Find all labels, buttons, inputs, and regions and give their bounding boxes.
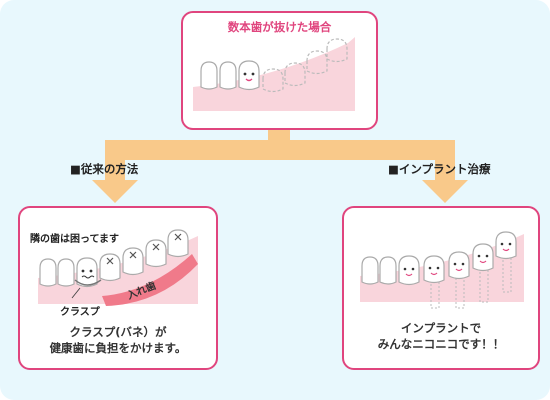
- arrow-right-stem: [435, 140, 455, 182]
- implant-caption: インプラントで みんなニコニコです！！: [344, 320, 538, 352]
- denture-tooth: [99, 253, 121, 282]
- denture-tooth-x-marks: [106, 233, 182, 265]
- tooth: [39, 258, 57, 287]
- denture-tooth: [122, 247, 144, 276]
- neighbor-tooth-note: 隣の歯は困ってます: [30, 234, 119, 245]
- tooth-face: [243, 72, 255, 76]
- missing-teeth-illustration: [193, 37, 355, 111]
- conventional-caption-line1: クラスプ(バネ）が: [69, 325, 167, 339]
- conventional-method-box: 隣の歯は困ってます クラスプ: [18, 206, 218, 370]
- arrow-left-stem: [105, 140, 125, 182]
- tooth: [57, 258, 75, 287]
- implant-caption-line2: みんなニコニコです！！: [377, 337, 505, 351]
- arrow-left-head: [92, 180, 138, 203]
- implant-method-label: ■インプラント治療: [388, 162, 491, 176]
- conventional-caption-line2: 健康歯に負担をかけます。: [49, 341, 187, 355]
- implant-illustration: [360, 231, 524, 309]
- smiling-faces: [403, 242, 512, 271]
- tooth: [361, 256, 379, 285]
- tooth: [379, 256, 397, 285]
- implant-tooth: [495, 231, 517, 260]
- clasp-pointer: [71, 287, 81, 299]
- clasp-wire: [74, 279, 102, 286]
- denture-tooth: [145, 239, 167, 268]
- worried-mouth: [81, 275, 95, 279]
- arrow-crossbar: [105, 140, 450, 160]
- gum-shape: [193, 37, 355, 111]
- tooth: [219, 61, 237, 90]
- denture-illustration: [38, 229, 198, 306]
- implant-tooth: [472, 243, 494, 272]
- missing-teeth-box: 数本歯が抜けた場合: [181, 11, 378, 130]
- tooth: [200, 61, 218, 90]
- tooth-worried: [76, 257, 98, 288]
- implant-caption-line1: インプラントで: [400, 321, 482, 335]
- conventional-method-label: ■従来の方法: [70, 162, 139, 176]
- denture-base: [102, 254, 198, 306]
- implant-tooth: [448, 251, 470, 280]
- tooth-smiling: [398, 255, 420, 286]
- implant-tooth: [423, 255, 445, 284]
- denture-tooth: [167, 229, 189, 258]
- conventional-caption: クラスプ(バネ）が 健康歯に負担をかけます。: [20, 324, 216, 356]
- clasp-label: クラスプ: [60, 307, 100, 318]
- tooth-smiling: [238, 60, 260, 91]
- implant-method-box: インプラントで みんなニコニコです！！: [342, 206, 540, 370]
- arrow-right-head: [422, 180, 468, 203]
- missing-teeth-outlines: [262, 38, 348, 93]
- missing-teeth-title: 数本歯が抜けた場合: [227, 20, 332, 34]
